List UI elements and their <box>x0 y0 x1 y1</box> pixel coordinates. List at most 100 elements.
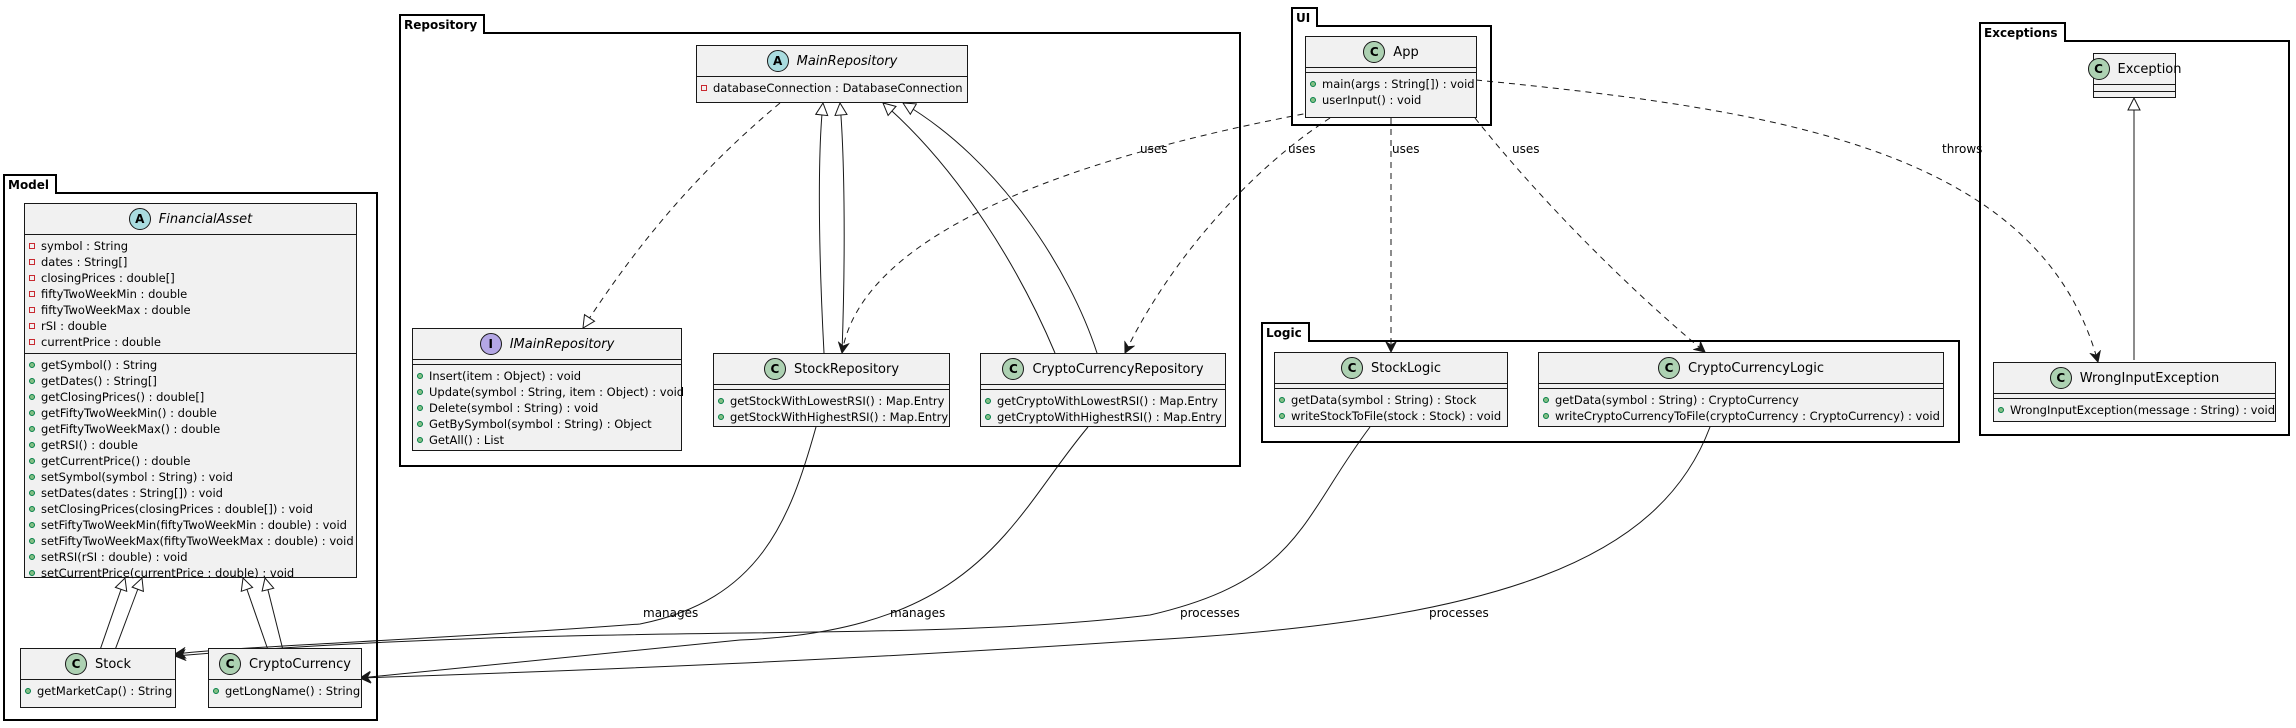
methods-section: getStockWithLowestRSI() : Map.Entry getS… <box>714 390 949 428</box>
public-method-icon <box>25 688 31 694</box>
method: setClosingPrices(closingPrices : double[… <box>41 502 313 516</box>
method: getMarketCap() : String <box>37 684 173 698</box>
edge-crypto-extends-financialasset-2 <box>265 578 284 651</box>
class-stockrepository[interactable]: C StockRepository getStockWithLowestRSI(… <box>713 353 950 427</box>
method: getSymbol() : String <box>41 358 158 372</box>
class-header: A MainRepository <box>697 46 967 77</box>
edge-stockrepo-extends-mainrepo-1 <box>819 103 824 354</box>
public-method-icon <box>29 426 35 432</box>
public-method-icon <box>213 688 219 694</box>
class-icon: C <box>1002 358 1025 380</box>
method: GetBySymbol(symbol : String) : Object <box>429 417 652 431</box>
edge-cryptorepo-extends-mainrepo-2 <box>903 103 1098 354</box>
field: rSI : double <box>41 319 107 333</box>
method: WrongInputException(message : String) : … <box>2010 403 2276 417</box>
public-method-icon <box>718 414 724 420</box>
field: closingPrices : double[] <box>41 271 175 285</box>
class-cryptocurrencylogic[interactable]: C CryptoCurrencyLogic getData(symbol : S… <box>1538 352 1944 427</box>
edge-app-uses-cryptologic <box>1474 117 1705 352</box>
public-method-icon <box>1279 397 1285 403</box>
method: getData(symbol : String) : Stock <box>1291 393 1477 407</box>
fields-section <box>413 360 681 365</box>
edge-stocklogic-processes-stock <box>175 426 1371 656</box>
class-mainrepository[interactable]: A MainRepository databaseConnection : Da… <box>696 45 968 103</box>
edge-app-uses-cryptorepo <box>1125 117 1331 353</box>
class-name: StockRepository <box>793 361 900 377</box>
public-method-icon <box>29 506 35 512</box>
private-field-icon <box>701 85 707 91</box>
class-name: Exception <box>2117 61 2182 77</box>
class-icon: C <box>2087 58 2110 80</box>
fields-section <box>1306 68 1476 73</box>
field: fiftyTwoWeekMin : double <box>41 287 188 301</box>
method: getCryptoWithHighestRSI() : Map.Entry <box>997 410 1222 424</box>
method: getStockWithLowestRSI() : Map.Entry <box>730 394 945 408</box>
public-method-icon <box>1998 407 2004 413</box>
public-method-icon <box>985 398 991 404</box>
public-method-icon <box>29 410 35 416</box>
method: getClosingPrices() : double[] <box>41 390 205 404</box>
class-name: MainRepository <box>796 53 898 69</box>
class-header: C WrongInputException <box>1994 363 2275 394</box>
edge-label-throws: throws <box>1942 142 1983 156</box>
class-name: Stock <box>95 656 131 672</box>
class-cryptocurrency[interactable]: C CryptoCurrency getLongName() : String <box>208 648 362 708</box>
method: getDates() : String[] <box>41 374 157 388</box>
methods-section: WrongInputException(message : String) : … <box>1994 399 2275 421</box>
class-stocklogic[interactable]: C StockLogic getData(symbol : String) : … <box>1274 352 1508 427</box>
public-method-icon <box>417 421 423 427</box>
methods-section <box>2094 92 2175 98</box>
method: getRSI() : double <box>41 438 138 452</box>
edge-label-uses: uses <box>1392 142 1420 156</box>
methods-section: getSymbol() : String getDates() : String… <box>25 354 356 584</box>
class-exception[interactable]: C Exception <box>2087 53 2182 98</box>
public-method-icon <box>985 414 991 420</box>
method: Update(symbol : String, item : Object) :… <box>429 385 685 399</box>
private-field-icon <box>29 339 35 345</box>
public-method-icon <box>1543 397 1549 403</box>
class-header: C CryptoCurrency <box>209 649 361 680</box>
methods-section: getData(symbol : String) : CryptoCurrenc… <box>1539 389 1943 427</box>
method: setRSI(rSI : double) : void <box>41 550 188 564</box>
field: databaseConnection : DatabaseConnection <box>713 81 963 95</box>
public-method-icon <box>29 474 35 480</box>
package-label: Logic <box>1261 322 1310 342</box>
public-method-icon <box>1279 413 1285 419</box>
class-name: CryptoCurrencyLogic <box>1688 360 1824 376</box>
class-name: CryptoCurrencyRepository <box>1032 361 1204 377</box>
class-app[interactable]: C App main(args : String[]) : void userI… <box>1305 36 1477 118</box>
package-logic: Logic <box>1261 322 1960 443</box>
edge-label-uses: uses <box>1288 142 1316 156</box>
method: getStockWithHighestRSI() : Map.Entry <box>730 410 949 424</box>
fields-section <box>2094 85 2175 92</box>
class-imainrepository[interactable]: I IMainRepository Insert(item : Object) … <box>412 328 685 451</box>
class-wronginputexception[interactable]: C WrongInputException WrongInputExceptio… <box>1993 362 2276 422</box>
method: getData(symbol : String) : CryptoCurrenc… <box>1555 393 1799 407</box>
class-cryptocurrencyrepository[interactable]: C CryptoCurrencyRepository getCryptoWith… <box>980 353 1226 427</box>
class-header: I IMainRepository <box>413 329 681 360</box>
method: setSymbol(symbol : String) : void <box>41 470 233 484</box>
edge-stock-extends-financialasset-2 <box>114 578 142 651</box>
edge-cryptorepo-extends-mainrepo-1 <box>883 103 1056 354</box>
class-name: App <box>1393 44 1419 60</box>
edge-stockrepo-manages-stock <box>175 426 817 654</box>
public-method-icon <box>417 389 423 395</box>
class-icon: C <box>65 653 87 675</box>
public-method-icon <box>718 398 724 404</box>
class-header: C CryptoCurrencyLogic <box>1539 353 1943 384</box>
method: getFiftyTwoWeekMin() : double <box>41 406 217 420</box>
class-header: C CryptoCurrencyRepository <box>981 354 1225 385</box>
public-method-icon <box>29 362 35 368</box>
methods-section: getData(symbol : String) : Stock writeSt… <box>1275 389 1507 427</box>
public-method-icon <box>29 490 35 496</box>
method: setDates(dates : String[]) : void <box>41 486 223 500</box>
class-financialasset[interactable]: A FinancialAsset symbol : String dates :… <box>24 203 357 580</box>
package-label: Model <box>3 174 58 194</box>
interface-icon: I <box>479 333 502 355</box>
private-field-icon <box>29 275 35 281</box>
class-stock[interactable]: C Stock getMarketCap() : String <box>20 648 176 708</box>
class-icon: C <box>1658 357 1681 379</box>
edge-label-uses: uses <box>1512 142 1540 156</box>
method: getCurrentPrice() : double <box>41 454 191 468</box>
